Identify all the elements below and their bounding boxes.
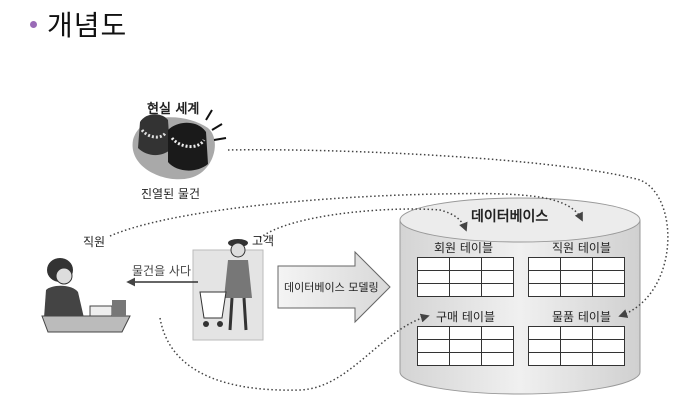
order-table-grid <box>417 326 514 366</box>
buy-label: 물건을 사다 <box>132 264 192 278</box>
modeling-arrow <box>277 250 391 324</box>
displayed-goods-icon <box>132 109 227 180</box>
employee-figure-icon <box>41 258 131 333</box>
customer-label: 고객 <box>252 234 275 248</box>
displayed-goods-caption: 진열된 물건 <box>141 187 201 201</box>
staff-table-title: 직원 테이블 <box>552 241 612 255</box>
product-table-title: 물품 테이블 <box>552 310 612 324</box>
page-title: 개념도 <box>47 9 128 42</box>
bullet-icon <box>30 20 37 28</box>
member-table-grid <box>417 257 514 297</box>
database-label: 데이터베이스 <box>471 209 549 225</box>
customer-to-member-line <box>259 208 468 239</box>
modeling-label: 데이터베이스 모델링 <box>284 281 379 294</box>
customer-figure-icon <box>192 239 264 341</box>
relationship-lines <box>109 149 669 391</box>
order-table-title: 구매 테이블 <box>436 310 496 324</box>
staff-table-grid <box>528 257 625 297</box>
employee-to-staff-line <box>109 192 583 237</box>
title-wrap: 개념도 <box>30 4 127 44</box>
member-table-title: 회원 테이블 <box>434 241 494 255</box>
product-table-grid <box>528 326 625 366</box>
employee-label: 직원 <box>83 235 106 249</box>
purchase-to-order-line <box>159 313 430 391</box>
real-world-label: 현실 세계 <box>147 102 200 117</box>
